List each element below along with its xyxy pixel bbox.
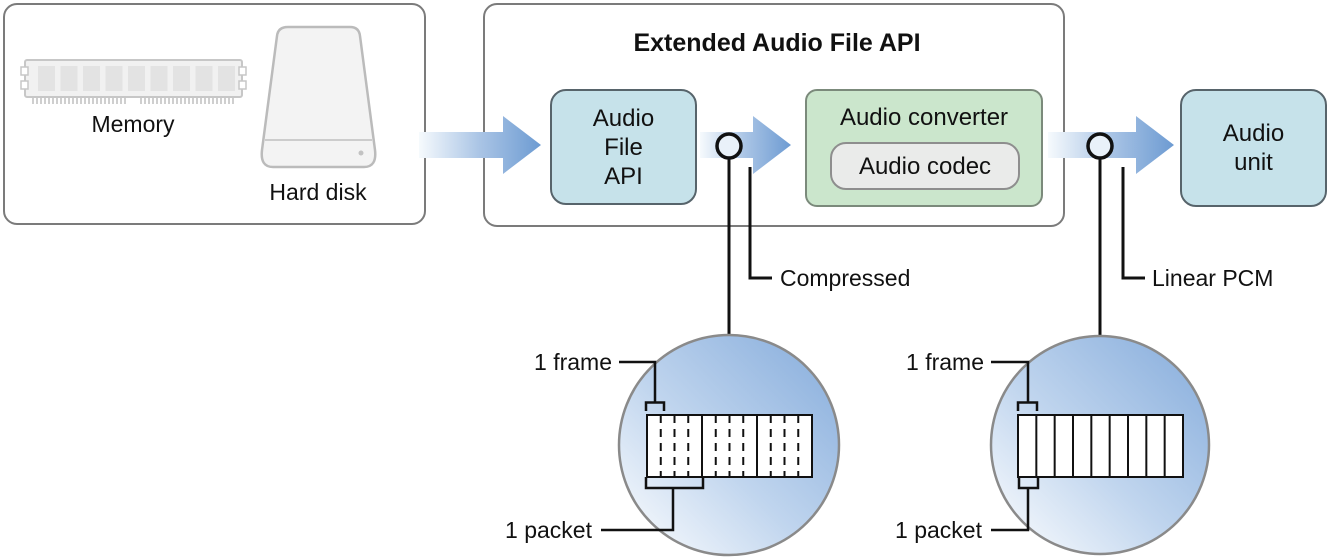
compressed-packet-strip — [646, 414, 813, 478]
compressed-label-line — [748, 167, 772, 280]
packet-label-left: 1 packet — [505, 517, 592, 543]
disk-led-dot — [358, 150, 364, 156]
audio-file-api-node: Audio File API — [550, 89, 697, 205]
memory-chips — [38, 66, 235, 91]
audio-unit-node: Audio unit — [1180, 89, 1327, 207]
pcm-label-line — [1121, 167, 1145, 280]
packet-bracket-left — [601, 477, 705, 532]
frame-label-right: 1 frame — [906, 349, 984, 375]
audio-file-api-line1: Audio — [592, 104, 655, 132]
hard-disk-label: Hard disk — [269, 179, 367, 205]
memory-icon — [20, 59, 247, 104]
frame-label-left: 1 frame — [534, 349, 612, 375]
audio-unit-line1: Audio — [1222, 120, 1285, 147]
audio-unit-line2: unit — [1234, 149, 1273, 176]
compressed-tap-circle — [715, 132, 743, 160]
packet-bracket-right — [991, 477, 1040, 532]
flow-arrow-api-to-converter — [700, 116, 791, 174]
audio-converter-label: Audio converter — [839, 104, 1009, 131]
frame-bracket-left — [619, 360, 666, 411]
packet-label-right: 1 packet — [895, 517, 982, 543]
flow-arrow-storage-to-api — [419, 116, 541, 174]
pcm-tap-circle — [1086, 132, 1114, 160]
audio-file-api-line2: File — [604, 133, 643, 161]
frame-bracket-right — [991, 360, 1039, 411]
memory-label: Memory — [91, 111, 175, 137]
audio-codec-label: Audio codec — [858, 152, 992, 180]
linear-pcm-label: Linear PCM — [1152, 265, 1274, 291]
hard-disk-icon — [260, 25, 377, 169]
audio-codec-node: Audio codec — [830, 142, 1020, 190]
compressed-label: Compressed — [780, 265, 911, 291]
audio-file-api-line3: API — [604, 162, 643, 190]
extended-audio-file-api-title: Extended Audio File API — [633, 29, 921, 57]
pcm-packet-strip — [1017, 414, 1184, 478]
